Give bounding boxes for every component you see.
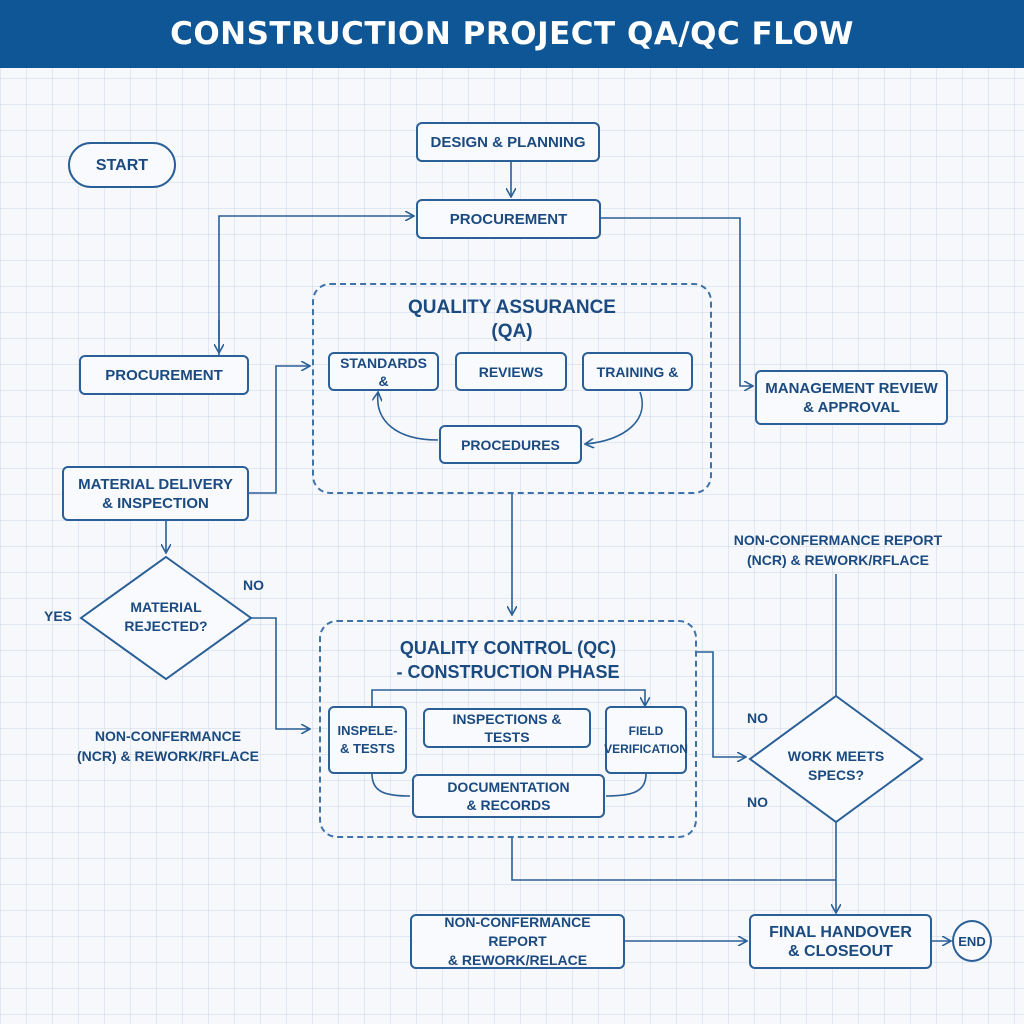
- qc-title: QUALITY CONTROL (QC) - CONSTRUCTION PHAS…: [396, 638, 620, 682]
- qc-cycle-right: [605, 773, 647, 797]
- yes-label: YES: [44, 608, 73, 624]
- qc-cycle-left: [371, 773, 411, 797]
- qa-training-box[interactable]: TRAINING &: [582, 352, 693, 391]
- final-handover-node[interactable]: FINAL HANDOVER & CLOSEOUT: [749, 914, 932, 969]
- no-bottom-label: NO: [747, 794, 768, 810]
- design-planning-node[interactable]: DESIGN & PLANNING: [416, 122, 600, 162]
- qc-inspect-left-box[interactable]: INSPELE- & TESTS: [328, 706, 407, 774]
- ncr-left-label: NON-CONFERMANCE (NCR) & REWORK/RFLACE: [77, 728, 259, 764]
- qa-group: [312, 283, 712, 494]
- procurement-top-node[interactable]: PROCUREMENT: [416, 199, 601, 239]
- ncr-bottom-node[interactable]: NON-CONFERMANCE REPORT & REWORK/RELACE: [410, 914, 625, 969]
- arrow-material-to-qa: [249, 366, 309, 494]
- qa-title: QUALITY ASSURANCE (QA): [408, 297, 616, 342]
- arrow-qc-to-decision: [697, 651, 745, 757]
- qc-group: [319, 620, 697, 838]
- qc-cycle-top: [371, 689, 645, 708]
- arrow-procurement-to-management: [601, 217, 752, 386]
- qa-cycle-right: [586, 391, 643, 444]
- end-node[interactable]: END: [952, 920, 992, 962]
- qc-field-verification-box[interactable]: FIELD VERIFICATION: [604, 706, 688, 774]
- no-top-label: NO: [747, 710, 768, 726]
- material-delivery-node[interactable]: MATERIAL DELIVERY & INSPECTION: [62, 466, 249, 521]
- title-banner: CONSTRUCTION PROJECT QA/QC FLOW: [0, 0, 1024, 68]
- management-review-node[interactable]: MANAGEMENT REVIEW & APPROVAL: [755, 370, 948, 425]
- qa-cycle-left: [378, 393, 439, 441]
- qa-procedures-box[interactable]: PROCEDURES: [439, 425, 582, 464]
- work-meets-specs-label[interactable]: WORK MEETS SPECS?: [787, 748, 885, 783]
- work-meets-specs-diamond: [748, 694, 924, 824]
- arrow-procurement-loop: [218, 216, 413, 355]
- qc-documentation-box[interactable]: DOCUMENTATION & RECORDS: [412, 774, 605, 818]
- qa-reviews-box[interactable]: REVIEWS: [455, 352, 567, 391]
- arrow-qc-to-final: [511, 838, 836, 881]
- start-node[interactable]: START: [68, 142, 176, 188]
- procurement-left-node[interactable]: PROCUREMENT: [79, 355, 249, 395]
- material-rejected-label[interactable]: MATERIAL REJECTED?: [124, 599, 208, 634]
- qa-standards-box[interactable]: STANDARDS &: [328, 352, 439, 391]
- page-title: CONSTRUCTION PROJECT QA/QC FLOW: [170, 16, 854, 52]
- ncr-right-label: NON-CONFERMANCE REPORT (NCR) & REWORK/RF…: [733, 532, 943, 568]
- qc-inspections-tests-box[interactable]: INSPECTIONS & TESTS: [423, 708, 591, 748]
- material-rejected-diamond: [79, 555, 253, 681]
- no-material-label: NO: [243, 577, 264, 593]
- arrow-decision-to-qc: [250, 617, 309, 729]
